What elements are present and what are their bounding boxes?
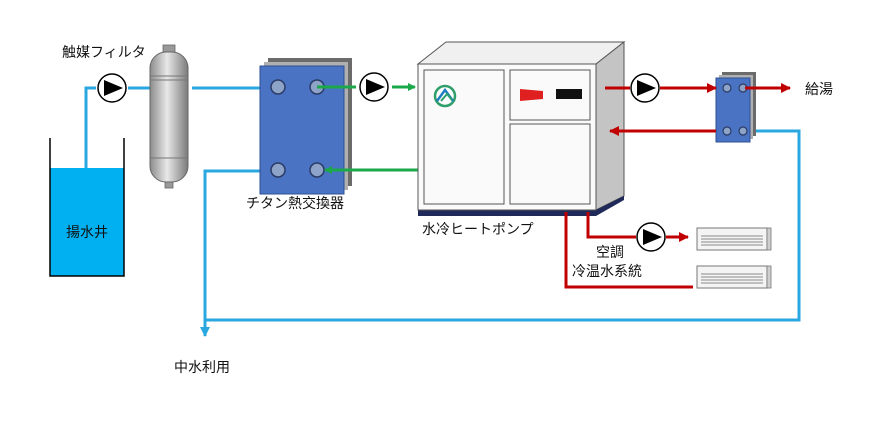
titanium-heat-exchanger [259,58,352,195]
well-riser-pipe [84,86,96,168]
pump-icon [359,72,389,102]
ac-unit-icon [696,265,772,289]
greywater-outlet-pipe [200,169,262,337]
red-indicator-icon [520,89,543,101]
heat-pump-logo-icon [433,84,457,108]
water-cooled-heat-pump [416,40,626,216]
ac-unit-icon [696,227,772,251]
well-tank [49,138,125,277]
catalyst-filter-label: 触媒フィルタ [62,45,146,61]
pump-icon [97,73,127,103]
heat-pump-label: 水冷ヒートポンプ [422,222,534,238]
loop-lines [317,83,418,174]
display-panel [556,89,582,99]
pump-icon [636,222,666,252]
hot-water-supply-label: 給湯 [805,81,833,98]
well-label: 揚水井 [66,224,108,241]
heating-lines [564,83,791,289]
titanium-hx-label: チタン熱交換器 [246,195,344,212]
pump-icon [630,73,660,103]
catalyst-filter [149,44,189,189]
greywater-use-label: 中水利用 [174,360,230,376]
supply-heat-exchanger [715,72,756,143]
chilled-hot-water-label: 冷温水系統 [572,264,642,280]
air-conditioning-label: 空調 [596,245,624,261]
groundwater-lines [84,86,801,337]
supply-hx-return-pipe [205,129,801,322]
